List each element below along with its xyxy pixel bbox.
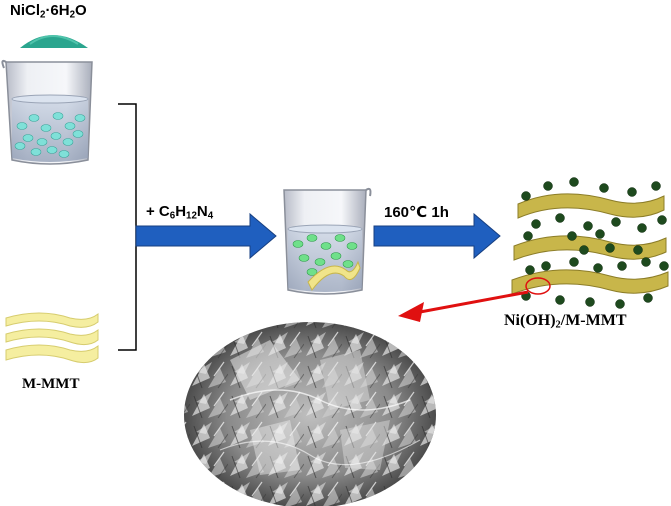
- reaction-arrow-1: [135, 212, 277, 260]
- beaker-reaction: [283, 187, 372, 295]
- clay-ribbon-in-beaker: [307, 260, 361, 291]
- sem-micrograph: [184, 322, 436, 506]
- m-mmt-clay-sheets: [5, 312, 99, 364]
- reaction-conditions-label: 160℃ 1h: [384, 204, 449, 221]
- beaker-nicl2: [1, 59, 93, 165]
- zoom-highlight-circle: [525, 277, 551, 295]
- reaction-arrow-2: [373, 212, 501, 260]
- product-label: Ni(OH)2/M-MMT: [504, 312, 627, 331]
- hexamine-label: + C6H12N4: [146, 203, 214, 222]
- nicl2-powder-pile: [20, 35, 88, 48]
- m-mmt-label: M-MMT: [22, 376, 80, 392]
- zoom-pointer-arrow: [398, 290, 529, 322]
- nicl2-dissolved-particles: [14, 112, 86, 158]
- nicl2-label: NiCl2·6H2O: [10, 2, 87, 21]
- nioh2-mmt-product: [511, 177, 669, 309]
- ni-hydroxide-spheres: [521, 177, 669, 309]
- reaction-bracket: [118, 103, 137, 351]
- reaction-particles: [292, 234, 358, 276]
